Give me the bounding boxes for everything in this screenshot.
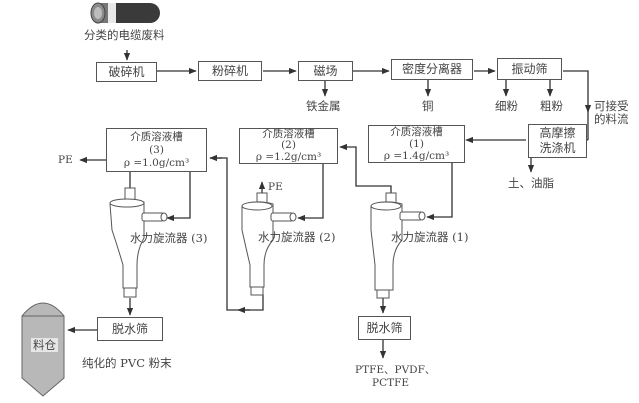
pe-output-2-label: PE [268,181,283,193]
density-separator-box: 密度分离器 [391,59,473,80]
cyclone-3-label: 水力旋流器 (3) [130,231,208,245]
arrow-tank2-cyclone2 [297,163,324,222]
cyclone-3-shape [109,187,168,298]
arrow-cyclone1-tank2 [339,143,392,193]
tank-1-name: 介质溶液槽 [390,126,443,138]
medium-tank-3: 介质溶液槽 (3) ρ =1.0g/cm³ [106,128,207,172]
pe-output-3-label: PE [58,154,73,166]
friction-washer-box: 高摩擦 洗涤机 [528,124,587,158]
soil-grease-label: 土、油脂 [508,176,554,190]
medium-tank-2: 介质溶液槽 (2) ρ =1.2g/cm³ [239,128,338,164]
acceptable-stream-label-2: 的料流 [594,112,629,126]
pvc-powder-caption: 纯化的 PVC 粉末 [82,356,172,370]
cyclone-1-label: 水力旋流器 (1) [391,230,469,244]
magnetic-field-box: 磁场 [298,61,353,81]
coarse-powder-label: 粗粉 [540,99,563,113]
ferrous-metal-label: 铁金属 [306,99,341,113]
copper-label: 铜 [422,99,434,113]
tank-1-density: ρ =1.4g/cm³ [383,150,450,162]
tank-3-density: ρ =1.0g/cm³ [123,156,190,169]
arrow-screen-acceptable-a [563,70,589,140]
tank-2-index: (2) [281,139,296,152]
arrow-tank1-cyclone1 [426,163,453,221]
tank-3-name: 介质溶液槽 [130,130,183,143]
fluoropolymer-output-line-2: PCTFE [372,377,410,389]
cable-icon [90,2,160,24]
dewatering-screen-1: 脱水筛 [358,316,411,340]
cyclone-1-shape [370,192,426,299]
source-label: 分类的电缆废料 [84,28,165,42]
tank-2-density: ρ =1.2g/cm³ [255,150,322,163]
crusher-box: 破碎机 [96,62,157,82]
arrow-tank3-cyclone3 [166,172,191,222]
dewatering-screen-2: 脱水筛 [97,317,163,341]
medium-tank-1: 介质溶液槽 (1) ρ =1.4g/cm³ [368,125,465,163]
tank-1-index: (1) [409,138,424,150]
pulverizer-box: 粉碎机 [198,61,262,81]
vibrating-screen-box: 振动筛 [497,58,562,80]
cyclone-2-label: 水力旋流器 (2) [258,230,336,244]
acceptable-stream-label-1: 可接受 [594,99,629,113]
tank-2-name: 介质溶液槽 [262,127,315,140]
tank-3-index: (3) [149,143,164,156]
washer-line-1: 高摩擦 [539,126,576,140]
silo-label: 料仓 [31,338,58,352]
fluoropolymer-output-line-1: PTFE、PVDF、 [355,364,436,376]
fine-powder-label: 细粉 [495,99,518,113]
cyclone-2-shape [241,192,297,296]
washer-line-2: 洗涤机 [539,141,576,155]
